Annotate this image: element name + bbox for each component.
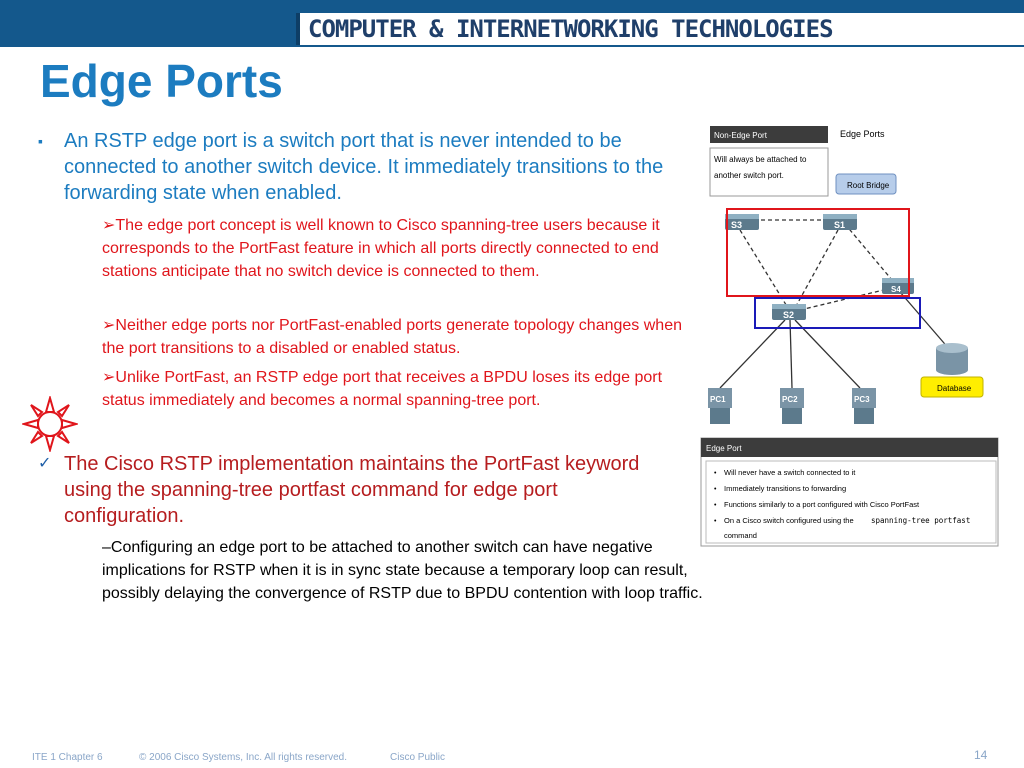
sub-bullet-4: –Configuring an edge port to be attached…: [102, 536, 707, 605]
non-edge-port-title: Non-Edge Port: [714, 131, 768, 140]
edge-ports-diagram: Non-Edge Port Will always be attached to…: [700, 126, 999, 547]
edge-port-list-box: [705, 460, 997, 544]
sub-bullet-2: ➢Neither edge ports nor PortFast-enabled…: [102, 314, 702, 360]
banner-text: COMPUTER & INTERNETWORKING TECHNOLOGIES: [308, 15, 834, 43]
sub-bullet-4-text: Configuring an edge port to be attached …: [102, 539, 703, 602]
switch-s2-label: S2: [783, 310, 794, 320]
bullet-dot-icon: •: [714, 502, 717, 509]
edge-port-code: spanning-tree portfast: [871, 516, 970, 525]
non-edge-port-header: [710, 126, 828, 143]
switch-s4-icon: [882, 278, 914, 294]
switch-s2-icon: [772, 304, 806, 320]
link-s2-pc1: [719, 319, 786, 389]
bullet-dot-icon: •: [714, 518, 717, 525]
pc2-icon: [780, 388, 804, 424]
edge-port-item-1: Will never have a switch connected to it: [724, 468, 856, 477]
database-label: Database: [937, 384, 972, 393]
edge-port-header: [701, 438, 998, 457]
sub-bullet-2-text: Neither edge ports nor PortFast-enabled …: [102, 317, 682, 357]
database-label-box: [920, 376, 984, 398]
switch-s4-label: S4: [891, 285, 901, 294]
link-s3-s2: [739, 229, 789, 309]
slide-title: Edge Ports: [40, 55, 283, 107]
non-edge-port-text-1: Will always be attached to: [714, 155, 807, 164]
edge-port-item-4: On a Cisco switch configured using the: [724, 516, 854, 525]
switch-s1-label: S1: [834, 220, 845, 230]
sun-icon: [22, 396, 78, 452]
header-banner: COMPUTER & INTERNETWORKING TECHNOLOGIES: [296, 13, 1024, 45]
switch-s3-icon: [725, 214, 759, 230]
bullet-dot-icon: •: [714, 470, 717, 477]
sub-bullet-3: ➢Unlike PortFast, an RSTP edge port that…: [102, 366, 702, 412]
edge-ports-label: Edge Ports: [840, 129, 885, 139]
non-edge-port-box: [709, 147, 829, 197]
arrow-bullet-icon: ➢: [102, 217, 116, 234]
page-number: 14: [974, 748, 988, 762]
sub-bullet-3-text: Unlike PortFast, an RSTP edge port that …: [102, 369, 663, 409]
edge-port-command: command: [724, 531, 757, 540]
switch-s1-icon: [823, 214, 857, 230]
edge-port-item-2: Immediately transitions to forwarding: [724, 484, 846, 493]
arrow-bullet-icon: ➢: [102, 317, 116, 334]
link-s1-s2: [794, 229, 839, 309]
bullet-2-text: The Cisco RSTP implementation maintains …: [64, 453, 640, 527]
link-s2-pc3: [794, 319, 861, 389]
square-bullet-icon: ▪: [38, 133, 43, 149]
pc3-label: PC3: [854, 395, 870, 404]
footer-chapter: ITE 1 Chapter 6: [32, 752, 103, 763]
link-s4-database: [899, 291, 951, 351]
sub-bullet-1: ➢The edge port concept is well known to …: [102, 214, 702, 283]
edge-highlight-box: [754, 297, 921, 329]
database-icon: [936, 343, 968, 375]
non-edge-highlight-box: [726, 208, 910, 297]
pc3-icon: [852, 388, 876, 424]
arrow-bullet-icon: ➢: [102, 369, 116, 386]
edge-port-item-3: Functions similarly to a port configured…: [724, 500, 920, 509]
link-s2-s4: [799, 287, 893, 311]
switch-s3-label: S3: [731, 220, 742, 230]
link-s2-pc2: [789, 319, 793, 389]
bullet-dot-icon: •: [714, 486, 717, 493]
pc2-label: PC2: [782, 395, 798, 404]
edge-port-title: Edge Port: [706, 444, 742, 453]
root-bridge-label-box: [835, 173, 897, 195]
footer-classification: Cisco Public: [390, 752, 446, 763]
non-edge-port-text-2: another switch port.: [714, 171, 784, 180]
pc1-label: PC1: [710, 395, 726, 404]
sub-bullet-1-text: The edge port concept is well known to C…: [102, 217, 660, 280]
dash-bullet-icon: –: [102, 539, 111, 556]
footer-copyright: © 2006 Cisco Systems, Inc. All rights re…: [139, 752, 348, 763]
checkmark-icon: ✓: [38, 455, 52, 472]
link-s1-s4: [844, 223, 893, 281]
pc1-icon: [708, 388, 732, 424]
root-bridge-label: Root Bridge: [847, 181, 890, 190]
bullet-1-text: An RSTP edge port is a switch port that …: [64, 130, 664, 204]
